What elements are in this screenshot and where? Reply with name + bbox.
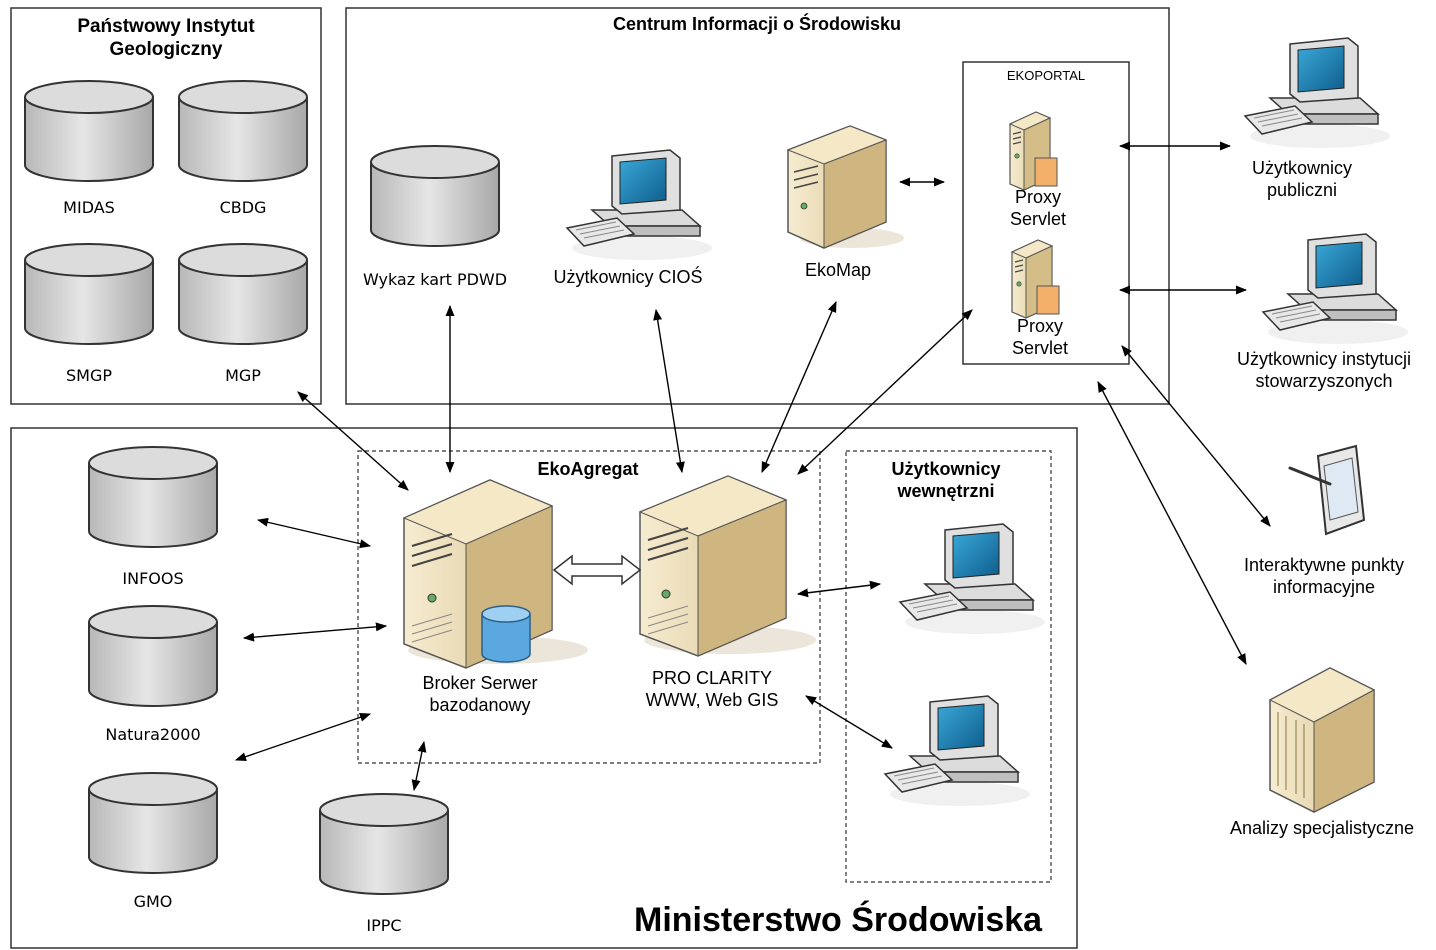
- public-users-computer-icon: [1244, 37, 1391, 149]
- assoc-users-label-text: Użytkownicy instytucji stowarzyszonych: [1236, 349, 1412, 391]
- kiosk-tablet-icon: [1288, 444, 1366, 536]
- wykaz-label: Wykaz kart PDWD: [362, 270, 508, 289]
- smgp-database-icon: [24, 243, 154, 345]
- natura-database-icon: [88, 605, 218, 707]
- ekomap-server-icon: [786, 125, 904, 249]
- pig-title-text: Państwowy Instytut Geologiczny: [77, 16, 255, 60]
- internal-user-1-computer-icon: [899, 523, 1046, 635]
- broker-proclarity-link: [552, 554, 642, 586]
- pig-broker-arrow: [297, 391, 409, 491]
- proxy2-server-icon: [1011, 239, 1060, 319]
- cios-users-computer-icon: [566, 149, 713, 261]
- internal-users-frame: [845, 450, 1052, 883]
- cios-group-title: Centrum Informacji o Środowisku: [612, 14, 902, 34]
- gmo-label: GMO: [133, 892, 173, 911]
- ekoportal-proclarity-arrow: [797, 309, 973, 475]
- broker-label: Broker Serwer bazodanowy: [380, 673, 580, 716]
- proxy1-label: Proxy Servlet: [1003, 187, 1073, 230]
- ippc-broker-arrow: [411, 740, 427, 792]
- midas-label: MIDAS: [63, 198, 115, 217]
- cbdg-label: CBDG: [219, 198, 267, 217]
- proclarity-label: PRO CLARITY WWW, Web GIS: [627, 668, 797, 711]
- cbdg-database-icon: [178, 80, 308, 182]
- natura-broker-arrow: [242, 622, 388, 642]
- ippc-label: IPPC: [366, 916, 402, 935]
- proclarity-internal2-arrow: [805, 695, 893, 749]
- pig-group-title: Państwowy Instytut Geologiczny: [51, 16, 281, 62]
- kiosk-label-text: Interaktywne punkty informacyjne: [1243, 555, 1405, 597]
- gmo-database-icon: [88, 772, 218, 874]
- assoc-users-computer-icon: [1262, 233, 1409, 345]
- cios-users-proclarity-arrow: [653, 308, 685, 474]
- ekomap-label: EkoMap: [804, 260, 872, 280]
- ippc-database-icon: [319, 793, 449, 895]
- ekoagregat-frame: [357, 450, 821, 764]
- proxy2-label: Proxy Servlet: [1005, 316, 1075, 359]
- mgp-database-icon: [178, 243, 308, 345]
- proclarity-internal1-arrow: [796, 580, 882, 598]
- pig-group-frame: [10, 7, 322, 405]
- wykaz-database-icon: [370, 145, 500, 247]
- assoc-users-label: Użytkownicy instytucji stowarzyszonych: [1214, 349, 1434, 392]
- internal-user-2-computer-icon: [884, 695, 1031, 807]
- broker-label-text: Broker Serwer bazodanowy: [422, 673, 538, 715]
- proxy2-label-text: Proxy Servlet: [1011, 316, 1069, 358]
- ekoagregat-title: EkoAgregat: [537, 459, 639, 479]
- analysis-label: Analizy specjalistyczne: [1229, 818, 1415, 838]
- analysis-rack-server-icon: [1268, 667, 1376, 813]
- kiosk-label: Interaktywne punkty informacyjne: [1214, 555, 1434, 598]
- internal-users-title: Użytkownicy wewnętrzni: [876, 459, 1016, 502]
- ekoportal-title: EKOPORTAL: [1006, 68, 1086, 83]
- connection-arrows: [234, 141, 1271, 792]
- smgp-label: SMGP: [65, 366, 113, 385]
- natura-label: Natura2000: [105, 725, 201, 744]
- internal-users-title-text: Użytkownicy wewnętrzni: [891, 459, 1001, 501]
- ekoportal-analysis-arrow: [1097, 381, 1247, 665]
- infoos-broker-arrow: [256, 517, 372, 549]
- midas-database-icon: [24, 80, 154, 182]
- proclarity-server-icon: [638, 475, 816, 657]
- cios-users-label: Użytkownicy CIOŚ: [553, 267, 703, 287]
- ekomap-proclarity-arrow: [761, 300, 837, 474]
- proclarity-label-text: PRO CLARITY WWW, Web GIS: [645, 668, 779, 710]
- proxy1-server-icon: [1009, 111, 1058, 191]
- proxy1-label-text: Proxy Servlet: [1009, 187, 1067, 229]
- public-users-label: Użytkownicy publiczni: [1227, 158, 1377, 201]
- cios-group-frame: [345, 7, 1170, 405]
- ministerstwo-title: Ministerstwo Środowiska: [634, 901, 1043, 939]
- mgp-label: MGP: [225, 366, 261, 385]
- broker-database-icon: [481, 605, 531, 663]
- infoos-database-icon: [88, 446, 218, 548]
- ministerstwo-group-frame: [10, 427, 1078, 949]
- public-users-label-text: Użytkownicy publiczni: [1251, 158, 1353, 200]
- gmo-broker-arrow: [234, 713, 372, 761]
- infoos-label: INFOOS: [122, 569, 184, 588]
